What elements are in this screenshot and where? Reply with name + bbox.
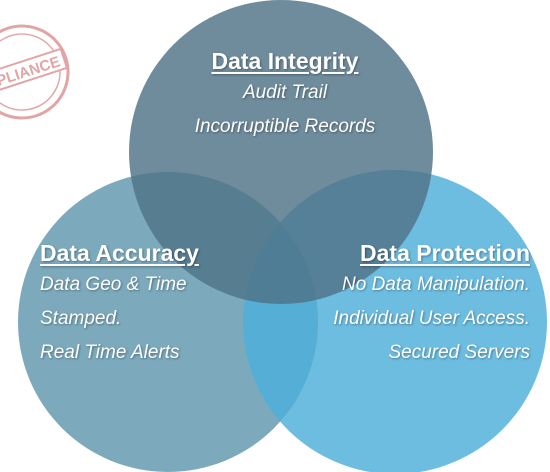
integrity-line-1: Audit Trail (242, 82, 328, 103)
circle-integrity-label: Data Integrity Audit Trail Incorruptible… (160, 46, 410, 144)
protection-heading: Data Protection (360, 240, 530, 266)
accuracy-line-2: Stamped. (40, 308, 122, 329)
protection-line-2: Individual User Access. (333, 308, 530, 329)
circle-protection-label: Data Protection No Data Manipulation. In… (270, 238, 530, 370)
integrity-line-2: Incorruptible Records (194, 116, 376, 137)
circle-accuracy-label: Data Accuracy Data Geo & Time Stamped. R… (40, 238, 270, 370)
accuracy-heading: Data Accuracy (40, 240, 199, 266)
accuracy-line-3: Real Time Alerts (40, 342, 180, 363)
protection-line-1: No Data Manipulation. (342, 274, 530, 295)
circle-top (129, 0, 433, 304)
compliance-stamp-logo: MPLIANCE (0, 24, 70, 120)
integrity-heading: Data Integrity (211, 48, 359, 74)
protection-line-3: Secured Servers (388, 342, 530, 363)
accuracy-line-1: Data Geo & Time (40, 274, 187, 295)
